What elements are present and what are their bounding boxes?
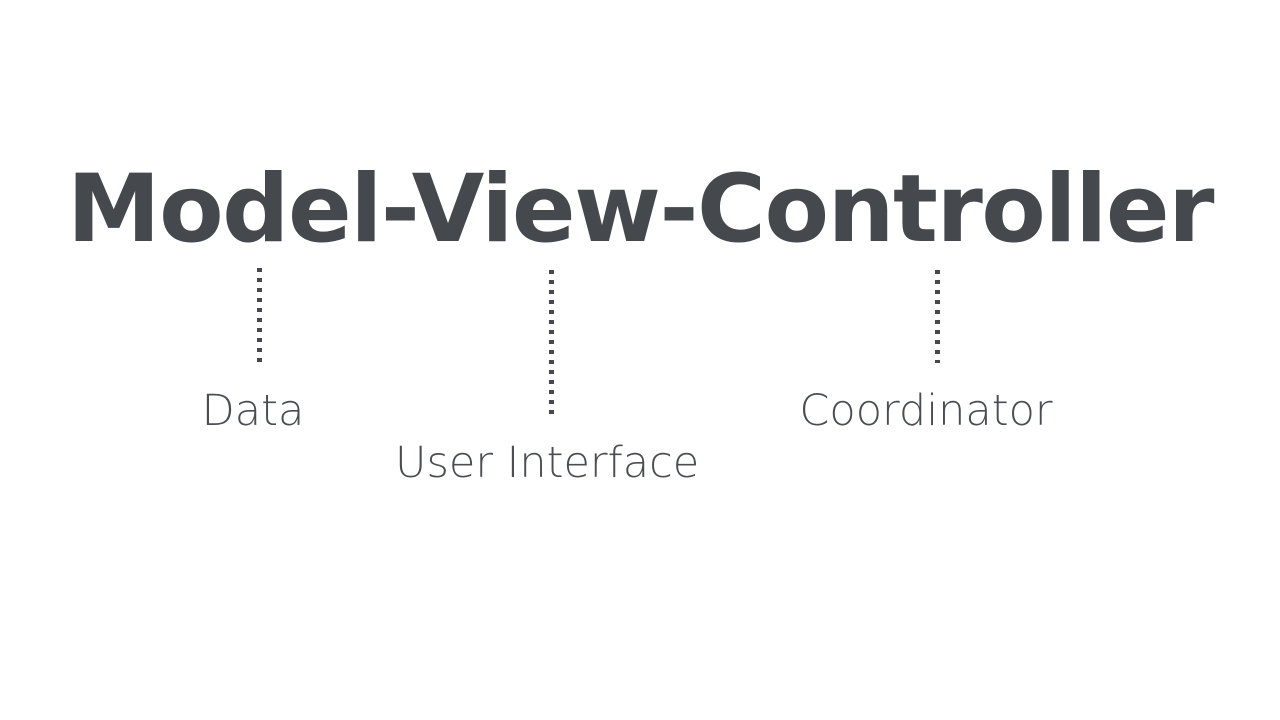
dotted-connector-model	[257, 268, 262, 364]
annotation-label-model: Data	[201, 386, 305, 436]
page-title: Model-View-Controller	[67, 155, 1214, 264]
annotation-label-view: User Interface	[395, 438, 700, 488]
dotted-connector-view	[549, 270, 554, 417]
annotation-label-controller: Coordinator	[799, 386, 1053, 436]
dotted-connector-controller	[935, 270, 940, 363]
